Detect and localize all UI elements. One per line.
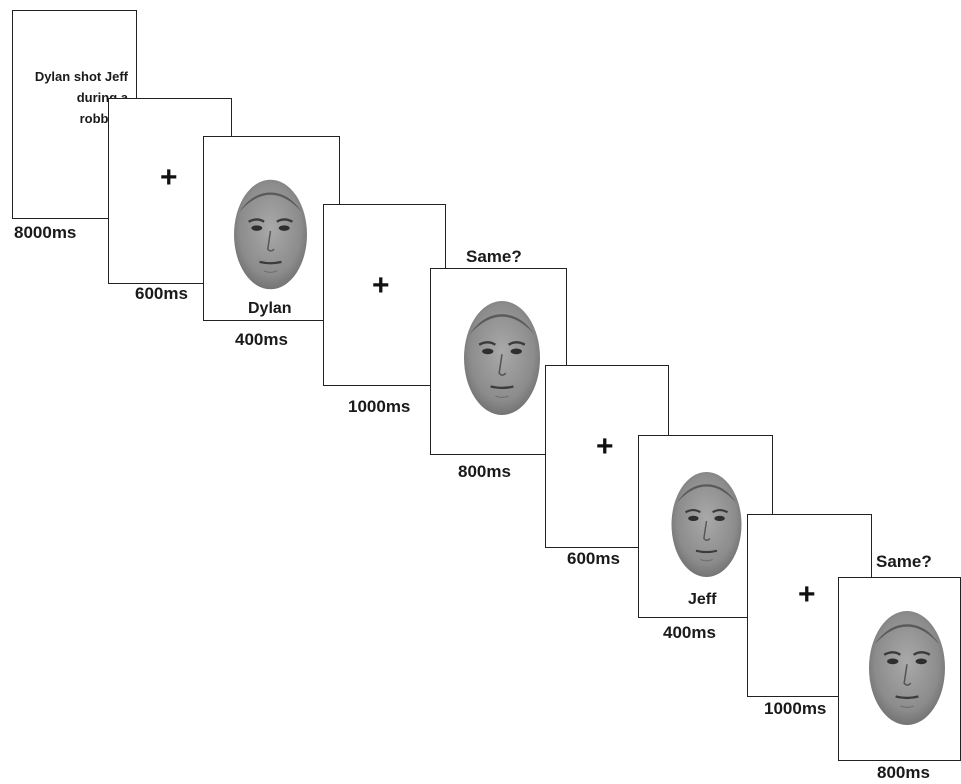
fixation-frame-2 bbox=[323, 204, 446, 386]
name-label-jeff: Jeff bbox=[688, 591, 717, 608]
fixation-cross-4: + bbox=[798, 578, 816, 611]
fixation-4-duration: 1000ms bbox=[764, 699, 827, 718]
fixation-cross-2: + bbox=[372, 269, 390, 302]
name-face-2-duration: 400ms bbox=[663, 623, 716, 642]
fixation-1-duration: 600ms bbox=[135, 284, 188, 303]
fixation-cross-3: + bbox=[596, 430, 614, 463]
probe-2-duration: 800ms bbox=[877, 763, 930, 782]
fixation-cross-1: + bbox=[160, 161, 178, 194]
fixation-2-duration: 1000ms bbox=[348, 397, 411, 416]
name-face-1-duration: 400ms bbox=[235, 330, 288, 349]
sentence-line-1: Dylan shot Jeff bbox=[34, 69, 128, 84]
probe-1-duration: 800ms bbox=[458, 462, 511, 481]
probe-2-prompt: Same? bbox=[876, 552, 932, 571]
name-label-dylan: Dylan bbox=[248, 300, 292, 317]
sentence-duration: 8000ms bbox=[14, 223, 77, 242]
face-photo-jeff bbox=[671, 472, 742, 577]
fixation-3-duration: 600ms bbox=[567, 549, 620, 568]
probe-1-prompt: Same? bbox=[466, 247, 522, 266]
face-photo-dylan bbox=[234, 178, 307, 291]
face-photo-probe-2 bbox=[869, 611, 945, 725]
face-photo-probe-1 bbox=[464, 299, 540, 417]
